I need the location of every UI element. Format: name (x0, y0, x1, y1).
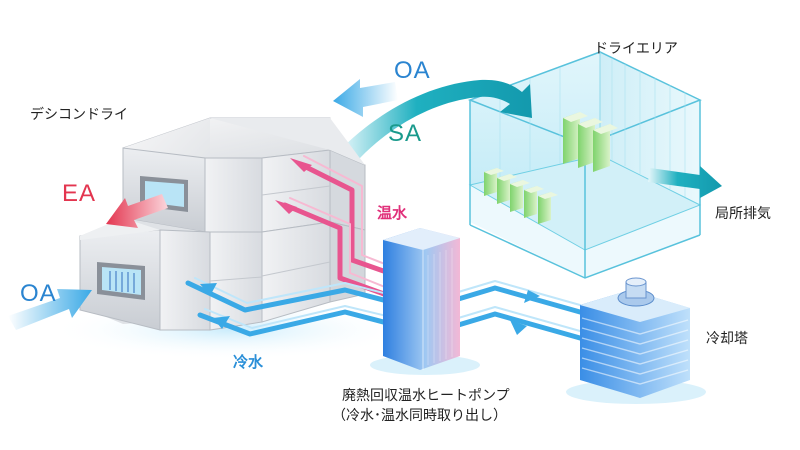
desiccant-dry-label: デシコンドライ (30, 107, 128, 123)
cooling-tower-unit (566, 277, 706, 404)
cold-water-arrowhead-upper (200, 283, 217, 296)
heat-pump-label-line1: 廃熱回収温水ヒートポンプ (342, 388, 510, 404)
ea-label: EA (62, 180, 97, 207)
cooling-water-pipes (452, 280, 583, 341)
local-exhaust-arrow (648, 166, 722, 198)
cooling-arrowhead-lower (510, 320, 527, 335)
heat-pump-unit (370, 228, 480, 375)
ea-exhaust-arrow (106, 194, 168, 228)
cooling-arrowhead-upper (524, 290, 540, 303)
cold-water-pipes (185, 277, 398, 337)
cold-water-arrowhead-lower (213, 316, 230, 329)
oa-intake-arrow-left (8, 289, 92, 330)
sa-label: SA (388, 120, 423, 147)
sa-supply-arrow (340, 79, 532, 158)
local-exhaust-label: 局所排気 (715, 206, 771, 222)
hot-water-arrowhead-lower (275, 200, 297, 214)
dry-area-label: ドライエリア (594, 41, 678, 57)
equipment-boxes (484, 112, 618, 224)
oa-intake-arrow-top (333, 79, 398, 117)
oa-top-label: OA (394, 57, 431, 84)
desiccant-dry-unit (79, 117, 366, 331)
cold-water-label: 冷水 (233, 353, 264, 371)
hot-water-label: 温水 (377, 204, 408, 222)
cooling-tower-label: 冷却塔 (706, 331, 748, 347)
oa-left-label: OA (20, 280, 57, 307)
heat-pump-label-line2: （冷水･温水同時取り出し） (332, 408, 507, 424)
hot-water-arrowhead-upper (290, 158, 312, 172)
